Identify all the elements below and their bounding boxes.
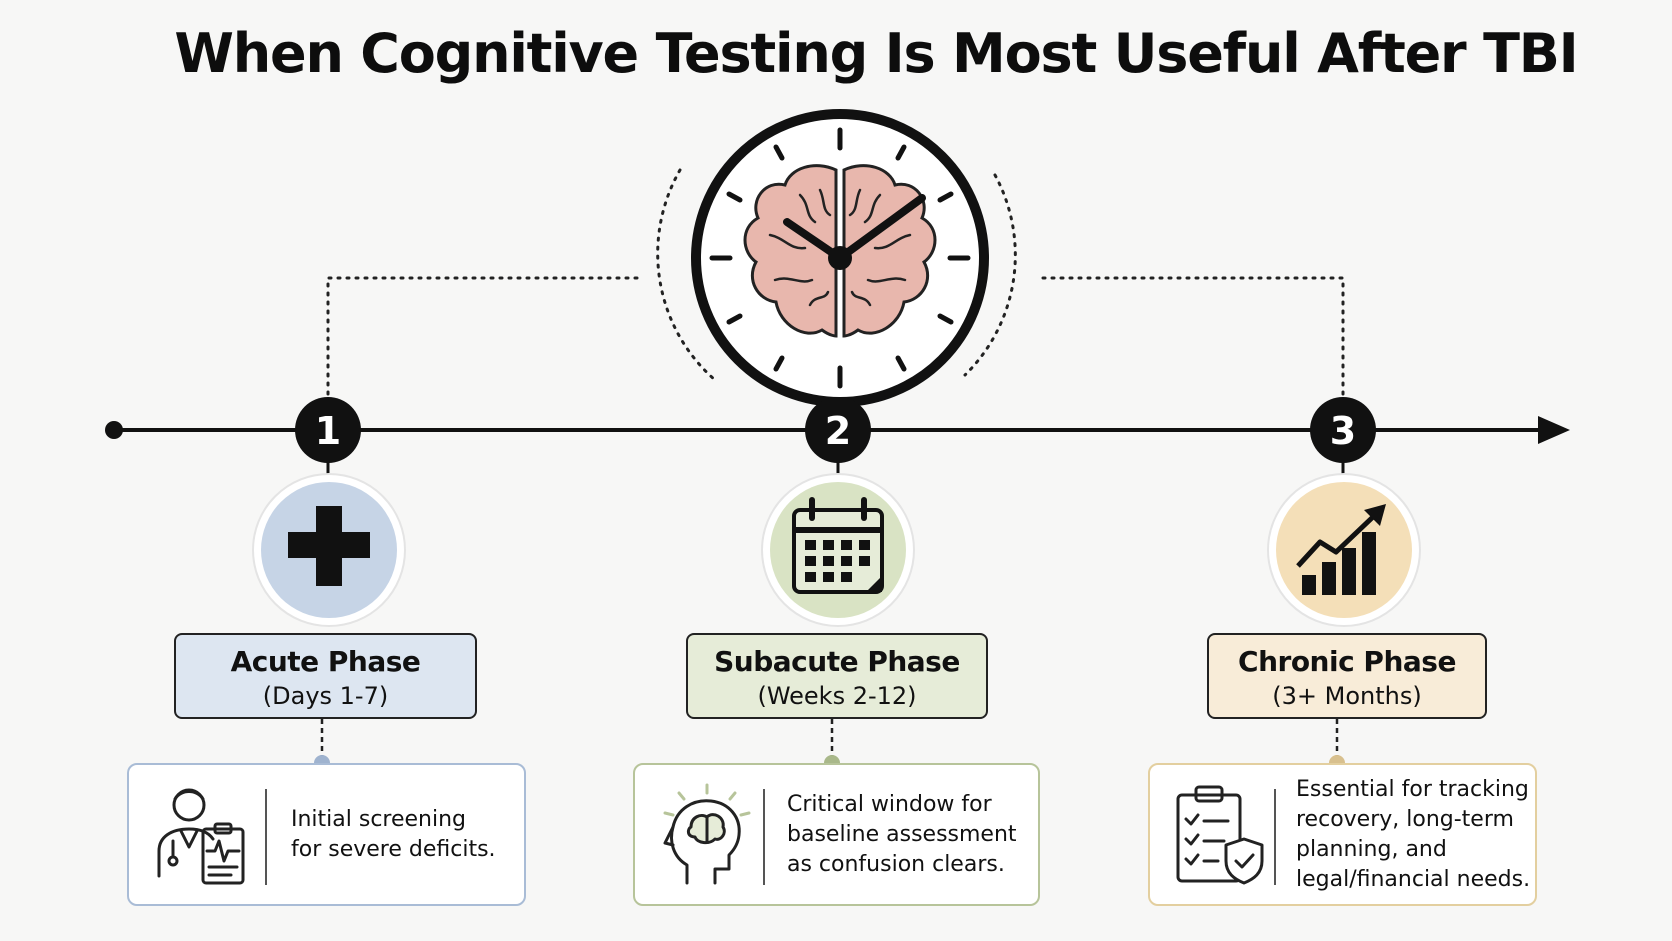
calendar-day	[841, 540, 852, 550]
phase-markers: 1 2 3	[252, 397, 1421, 627]
description-card-acute: Initial screening for severe deficits.	[127, 763, 526, 906]
brain-folds	[768, 188, 912, 307]
card-divider	[763, 789, 765, 885]
growth-chart-icon	[1296, 504, 1386, 595]
clock-center	[828, 246, 852, 270]
calendar-day	[859, 540, 870, 550]
calendar-day	[823, 556, 834, 566]
calendar-day	[823, 572, 834, 582]
calendar-page-curl	[866, 576, 882, 592]
connector-to-phase-1	[326, 276, 642, 414]
growth-bar	[1342, 548, 1356, 595]
calendar-day	[841, 556, 852, 566]
dotted-connectors	[326, 168, 1345, 414]
calendar-day	[841, 572, 852, 582]
phase-description: Initial screening for severe deficits.	[291, 806, 496, 862]
checklist-shield-icon	[1176, 785, 1264, 885]
phase-number: 3	[1330, 409, 1356, 453]
trend-arrowhead	[1364, 504, 1386, 526]
phase-description: Critical window for baseline assessment …	[787, 791, 1017, 877]
phase-range: (Weeks 2-12)	[757, 682, 917, 710]
trend-line	[1296, 512, 1378, 568]
phase-number-badge	[805, 397, 871, 463]
connector-to-phase-3	[1038, 276, 1345, 414]
description-card-chronic: Essential for tracking recovery, long-te…	[1148, 763, 1537, 906]
phase-box-subacute: Subacute Phase (Weeks 2-12)	[686, 633, 988, 719]
phase-name: Acute Phase	[230, 645, 421, 678]
calendar-icon	[792, 497, 884, 594]
growth-bar	[1302, 575, 1316, 595]
phase-number-badge	[1310, 397, 1376, 463]
dotted-arc-right	[963, 173, 1017, 377]
calendar-day	[859, 556, 870, 566]
timeline-arrow-icon	[1538, 416, 1570, 444]
brain-clock-icon	[691, 109, 989, 407]
calendar-day	[805, 540, 816, 550]
phase-number-badge	[295, 397, 361, 463]
growth-bar	[1362, 532, 1376, 595]
page-title: When Cognitive Testing Is Most Useful Af…	[174, 22, 1578, 85]
phase-number: 1	[315, 409, 341, 453]
phase-range: (3+ Months)	[1272, 682, 1422, 710]
calendar-day	[823, 540, 834, 550]
phase-name: Subacute Phase	[714, 645, 960, 678]
clock-ticks	[709, 127, 971, 389]
calendar-day	[805, 556, 816, 566]
clinician-clipboard-icon	[157, 788, 245, 885]
phase-box-acute: Acute Phase (Days 1-7)	[174, 633, 477, 719]
card-divider	[265, 789, 267, 885]
phase-name: Chronic Phase	[1238, 645, 1456, 678]
growth-bar	[1322, 562, 1336, 595]
phase-description: Essential for tracking recovery, long-te…	[1296, 776, 1531, 892]
phase-range: (Days 1-7)	[262, 682, 389, 710]
phase-box-chronic: Chronic Phase (3+ Months)	[1207, 633, 1487, 719]
dotted-arc-left	[656, 168, 717, 382]
calendar-day	[805, 572, 816, 582]
card-divider	[1274, 789, 1276, 885]
medical-cross-icon	[288, 506, 370, 586]
cross-shape	[288, 506, 370, 586]
description-card-subacute: Critical window for baseline assessment …	[633, 763, 1040, 906]
phase-number: 2	[825, 409, 851, 453]
head-brain-icon	[663, 783, 751, 885]
